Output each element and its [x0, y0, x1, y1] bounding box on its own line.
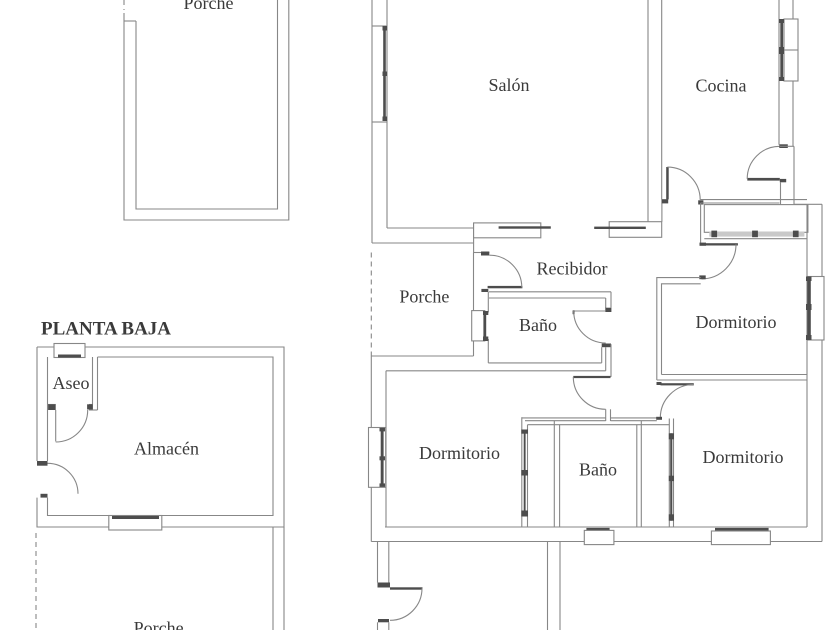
- svg-text:Porche: Porche: [184, 0, 234, 13]
- svg-text:Salón: Salón: [488, 75, 529, 95]
- svg-text:Almacén: Almacén: [134, 439, 199, 459]
- svg-text:Dormitorio: Dormitorio: [419, 443, 500, 463]
- svg-text:Porche: Porche: [399, 287, 449, 307]
- svg-text:Recibidor: Recibidor: [537, 259, 608, 279]
- svg-text:Baño: Baño: [579, 460, 617, 480]
- svg-text:Baño: Baño: [519, 315, 557, 335]
- svg-text:Dormitorio: Dormitorio: [703, 447, 784, 467]
- svg-text:Cocina: Cocina: [696, 76, 747, 96]
- svg-text:PLANTA BAJA: PLANTA BAJA: [41, 319, 171, 340]
- svg-text:Aseo: Aseo: [53, 373, 90, 393]
- svg-text:Porche: Porche: [134, 618, 184, 630]
- svg-text:Dormitorio: Dormitorio: [696, 312, 777, 332]
